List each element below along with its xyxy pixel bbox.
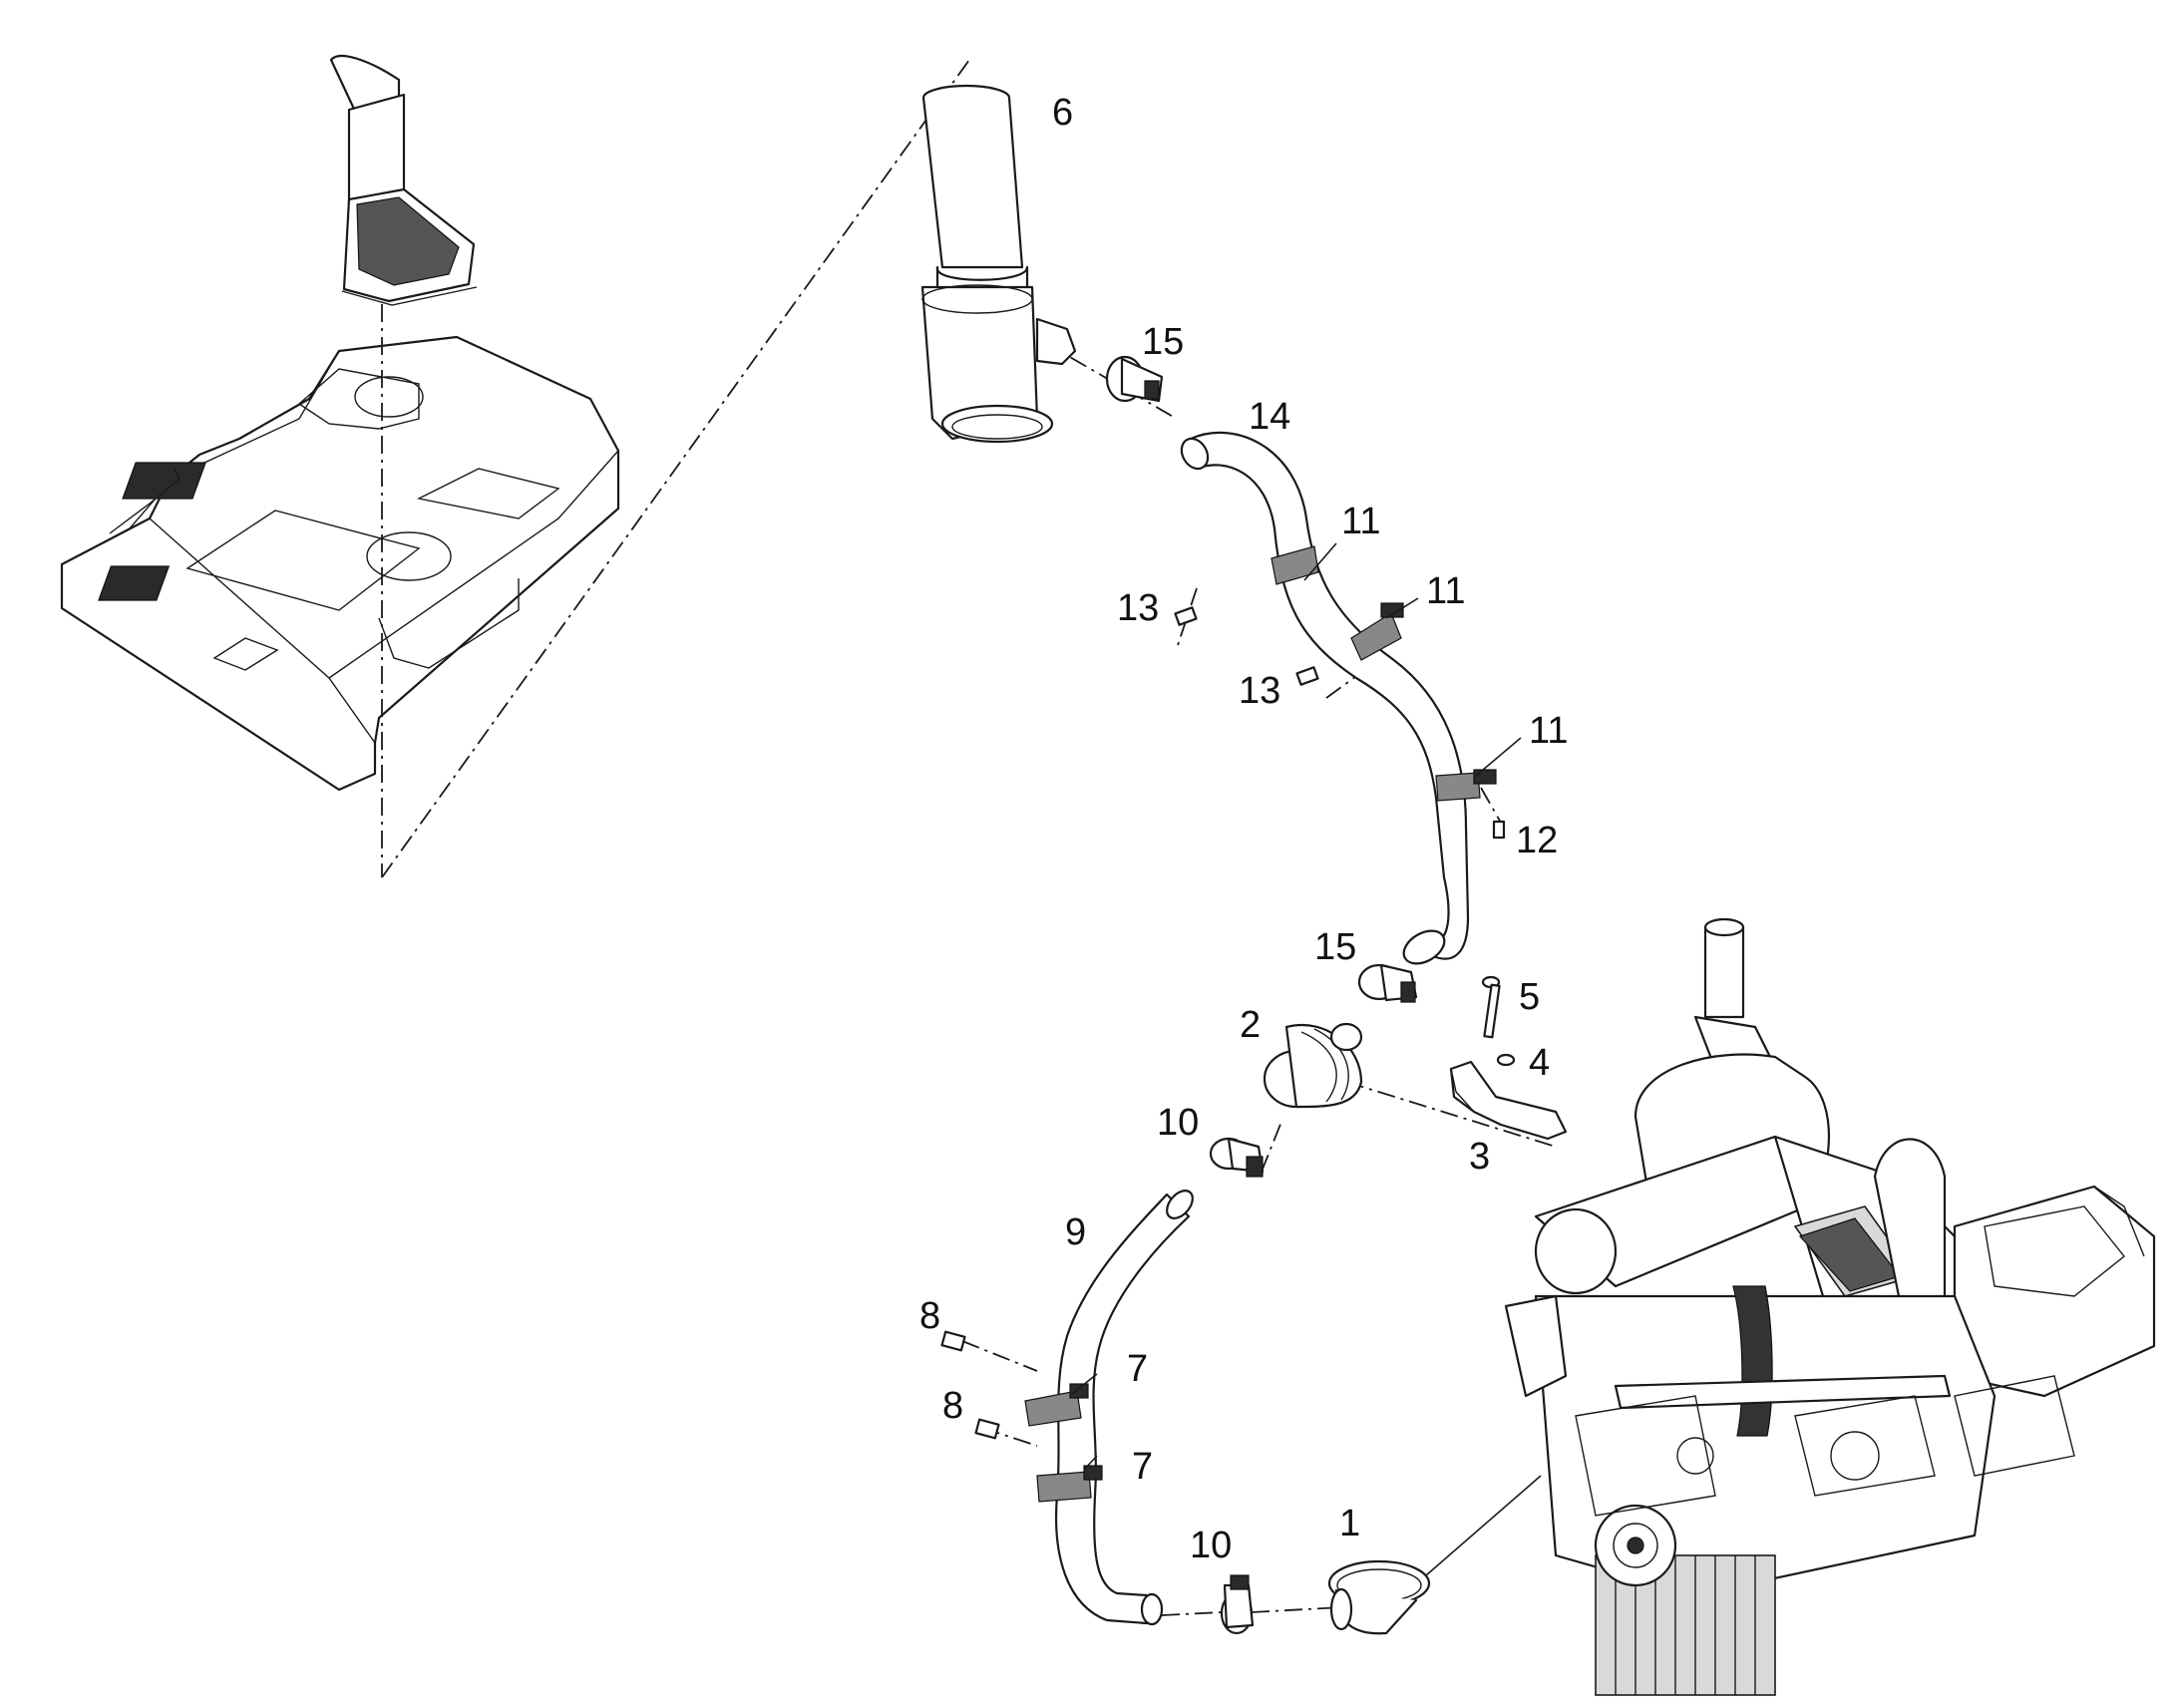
callout-11a: 11 (1341, 501, 1380, 542)
cab-roof-panel (60, 335, 620, 792)
callout-9: 9 (1065, 1211, 1086, 1253)
bolt-8-lower (974, 1418, 1000, 1440)
callout-6: 6 (1052, 92, 1073, 134)
callout-3: 3 (1469, 1136, 1490, 1178)
lower-intake-hose (1024, 1190, 1194, 1626)
mounting-bracket (1449, 1060, 1568, 1141)
callout-5: 5 (1519, 976, 1540, 1018)
upper-intake-hose (1180, 431, 1497, 965)
bolt-13-upper (1174, 606, 1198, 626)
callout-15b: 15 (1314, 926, 1356, 968)
callout-2: 2 (1240, 1004, 1261, 1046)
callout-8a: 8 (919, 1295, 940, 1337)
callout-7a: 7 (1127, 1348, 1148, 1390)
bolt-8-upper (940, 1330, 966, 1352)
callout-13b: 13 (1239, 670, 1280, 712)
callout-11c: 11 (1529, 710, 1568, 752)
callout-7b: 7 (1132, 1446, 1153, 1488)
bolt-13-lower (1295, 666, 1319, 686)
engine-assembly (1504, 917, 2156, 1696)
callout-4: 4 (1529, 1042, 1550, 1084)
callout-12: 12 (1516, 820, 1558, 861)
callout-1: 1 (1339, 1503, 1360, 1544)
callout-8b: 8 (942, 1385, 963, 1427)
callout-15a: 15 (1142, 321, 1184, 363)
elbow-adapter (1327, 1559, 1431, 1635)
hose-clamp-10-lower (1220, 1574, 1255, 1635)
hose-clamp-15-lower (1357, 963, 1418, 1003)
leader-lines (1071, 542, 1542, 1576)
bellows-connector (1263, 1022, 1363, 1109)
callout-10b: 10 (1190, 1525, 1232, 1566)
pre-cleaner-stack (329, 55, 478, 306)
callout-11b: 11 (1426, 570, 1465, 612)
hose-clamp-15-upper (1105, 355, 1164, 403)
callout-13a: 13 (1117, 587, 1159, 629)
hose-clamp-10-upper (1209, 1137, 1265, 1178)
bolt-12 (1492, 820, 1506, 840)
callout-labels: 1 2 3 4 5 6 7 7 8 8 9 10 10 11 11 11 12 … (919, 92, 1568, 1566)
callout-10a: 10 (1157, 1102, 1199, 1144)
air-cleaner-housing (920, 84, 1077, 444)
bolt-5 (1481, 975, 1501, 1039)
washer-4 (1496, 1053, 1516, 1067)
callout-14: 14 (1249, 396, 1290, 438)
